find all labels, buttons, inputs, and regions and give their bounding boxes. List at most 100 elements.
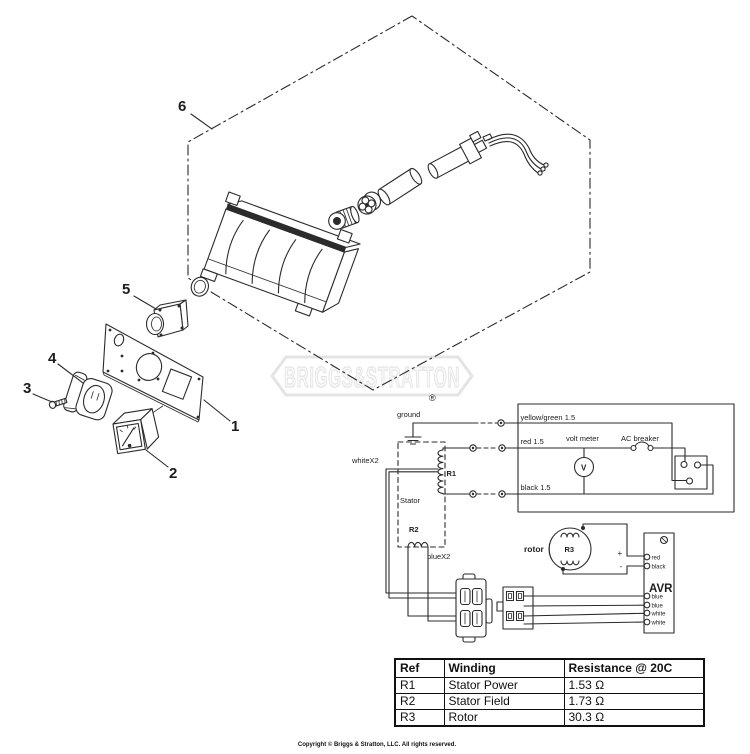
r1-coil bbox=[437, 447, 444, 495]
rotor-shaft-part bbox=[427, 130, 488, 179]
housing-bottom-band bbox=[207, 258, 327, 303]
leader-3 bbox=[32, 393, 53, 403]
alternator-housing bbox=[190, 191, 361, 317]
cell-winding: Stator Field bbox=[443, 693, 565, 710]
black-label: black 1.5 bbox=[521, 483, 551, 492]
avr-terminal-label-black: black bbox=[652, 565, 667, 571]
circuit-box bbox=[517, 403, 735, 513]
cell-ref: R1 bbox=[394, 677, 445, 694]
tube-near-end bbox=[377, 188, 391, 206]
table-row: R2 Stator Field 1.73 Ω bbox=[394, 693, 705, 710]
brush-holder-lobe bbox=[361, 196, 370, 205]
housing-ring-inner bbox=[193, 279, 206, 294]
breaker-screw bbox=[158, 308, 162, 312]
bearing-bore bbox=[333, 217, 341, 225]
panel-small-hole bbox=[113, 333, 125, 347]
avr-terminal bbox=[643, 553, 651, 561]
tube-sides bbox=[378, 168, 422, 206]
breaker-screw bbox=[180, 326, 184, 330]
housing-foot bbox=[199, 268, 218, 282]
ring-terminal bbox=[537, 170, 543, 176]
volt-meter-icon bbox=[573, 456, 595, 478]
blue-wire-2 bbox=[427, 546, 459, 622]
brush-holder-lobe bbox=[367, 199, 376, 208]
panel-screw-hole bbox=[151, 351, 155, 355]
harness-wire bbox=[488, 137, 542, 170]
brush-holder-lobe bbox=[364, 205, 373, 214]
cell-winding: Rotor bbox=[443, 709, 565, 727]
avr-terminal bbox=[643, 609, 651, 617]
red-label: red 1.5 bbox=[521, 437, 544, 446]
cell-ref: R3 bbox=[394, 709, 445, 727]
rotor-wire-plus bbox=[582, 523, 645, 557]
bearing-end bbox=[350, 205, 360, 224]
breaker-button bbox=[151, 316, 162, 332]
blue-wire-1 bbox=[407, 546, 459, 617]
rotor-coil-top bbox=[560, 532, 580, 538]
rotor-label: rotor bbox=[524, 544, 545, 554]
receptacle-part bbox=[63, 371, 113, 421]
connector-female bbox=[455, 573, 493, 643]
housing-rib bbox=[304, 248, 323, 304]
inline-connector-icon bbox=[498, 490, 506, 498]
header-ref: Ref bbox=[394, 658, 445, 678]
housing-rib bbox=[225, 219, 244, 275]
leader-1 bbox=[203, 399, 231, 422]
panel-pilot-hole bbox=[120, 369, 124, 373]
ground-symbol-icon bbox=[404, 422, 422, 445]
volt-meter-label: volt meter bbox=[566, 434, 599, 443]
callout-6: 6 bbox=[178, 98, 186, 115]
breaker-screw bbox=[159, 333, 163, 337]
receptacle-slots bbox=[90, 391, 100, 401]
inline-connector-icon bbox=[498, 444, 506, 452]
brush-holder-center bbox=[365, 203, 369, 207]
avr-terminal bbox=[643, 618, 651, 626]
ground-label: ground bbox=[397, 410, 420, 419]
white-wire-2 bbox=[388, 471, 459, 599]
cell-resistance: 1.53 Ω bbox=[563, 677, 705, 694]
panel-edge bbox=[102, 371, 200, 423]
blue-x2-label: blueX2 bbox=[427, 552, 450, 561]
harness-wire bbox=[489, 141, 539, 174]
leader-2 bbox=[145, 449, 169, 468]
inline-connector-icon bbox=[469, 490, 477, 498]
shaft-end bbox=[427, 163, 439, 179]
receptacle-face bbox=[83, 384, 106, 414]
connector-male bbox=[496, 586, 534, 630]
meter-dial bbox=[115, 422, 143, 451]
control-panel-plate bbox=[102, 323, 204, 423]
rotor-wire-minus bbox=[562, 565, 645, 575]
screw-part bbox=[48, 397, 68, 409]
stator-label: Stator bbox=[400, 496, 421, 505]
bearing-part bbox=[328, 205, 360, 230]
registered-mark-icon: ® bbox=[429, 393, 436, 403]
breaker-screw bbox=[177, 304, 181, 308]
meter-right-face bbox=[140, 408, 160, 450]
callout-2: 2 bbox=[169, 465, 177, 482]
r2-label: R2 bbox=[409, 525, 419, 534]
r3-label: R3 bbox=[565, 545, 575, 554]
yellow-green-wire-2 bbox=[504, 422, 688, 482]
red-wire-2 bbox=[504, 447, 686, 463]
avr-box: AVR red black blue blue white white bbox=[643, 532, 675, 634]
header-resistance: Resistance @ 20C bbox=[563, 658, 705, 678]
housing-top-rail bbox=[225, 204, 347, 253]
brush-holder-lobe bbox=[358, 202, 367, 211]
kit-boundary-outline bbox=[187, 15, 591, 391]
callout-5: 5 bbox=[122, 281, 130, 298]
callout-1: 1 bbox=[231, 418, 239, 435]
white-wire-1 bbox=[385, 468, 459, 594]
avr-terminal-label-red: red bbox=[652, 556, 661, 562]
meter-wire-stub bbox=[152, 405, 164, 414]
screw-threads bbox=[55, 398, 66, 407]
panel-square-cutout bbox=[161, 368, 193, 400]
ring-terminal bbox=[543, 162, 549, 168]
cell-resistance: 1.73 Ω bbox=[563, 693, 705, 710]
outlet-block bbox=[674, 455, 708, 490]
circuit-breaker-part bbox=[145, 299, 189, 338]
table-row: R3 Rotor 30.3 Ω bbox=[394, 709, 705, 727]
cell-winding: Stator Power bbox=[443, 677, 565, 694]
avr-terminal-label-blue2: blue bbox=[652, 604, 664, 610]
